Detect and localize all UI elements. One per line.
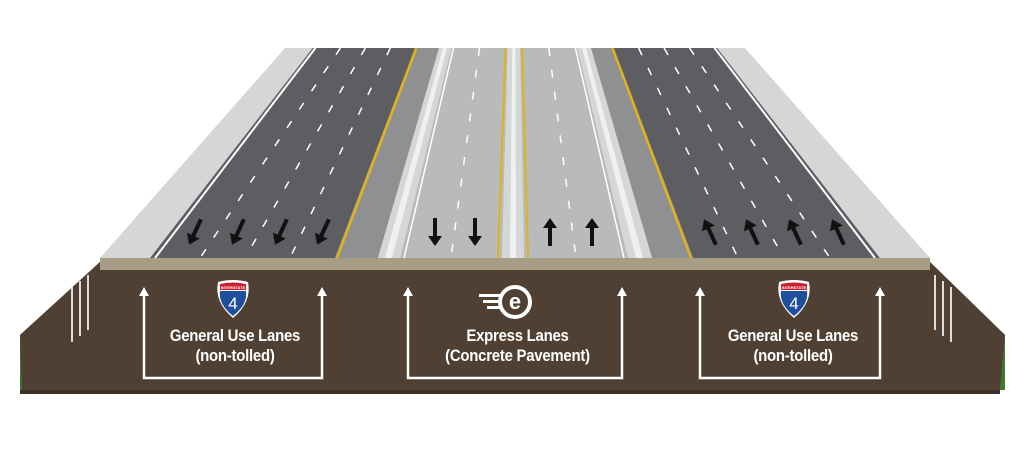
bracket-line bbox=[142, 290, 324, 380]
arrow-shape bbox=[229, 218, 246, 245]
left-general-lanes bbox=[150, 48, 416, 258]
yellow-edge-line bbox=[611, 47, 693, 259]
bracket-express bbox=[403, 287, 627, 380]
bracket-left-general bbox=[139, 287, 327, 380]
logo-wing-stripe bbox=[479, 294, 500, 297]
lane-dash-line bbox=[663, 47, 785, 259]
right-outer-barrier bbox=[717, 48, 930, 258]
shield-body bbox=[780, 291, 808, 316]
lane-dash-line bbox=[637, 47, 739, 259]
fence bbox=[934, 275, 952, 342]
express-lanes-left bbox=[400, 48, 508, 258]
shield-top-text: INTERSTATE bbox=[221, 285, 246, 290]
lane-arrow-down-icon bbox=[229, 218, 246, 245]
edge-line bbox=[713, 47, 876, 259]
bracket-right-general bbox=[695, 287, 885, 380]
dirt-embankment bbox=[20, 262, 1005, 390]
section-title: General Use Lanes bbox=[169, 326, 301, 345]
arrow-shape bbox=[543, 218, 557, 246]
lane-arrow-up-icon bbox=[786, 219, 803, 246]
dirt-bottom-edge bbox=[20, 390, 1000, 394]
edge-line bbox=[154, 47, 317, 259]
bracket-arrowhead-icon bbox=[139, 287, 149, 296]
lane-dash-line bbox=[289, 47, 391, 259]
bracket-arrowhead-icon bbox=[403, 287, 413, 296]
bracket-line bbox=[406, 290, 624, 380]
arrow-shape bbox=[701, 219, 718, 246]
yellow-edge-line bbox=[335, 47, 418, 259]
lane-arrow-up-icon bbox=[829, 219, 846, 246]
shield-number: 4 bbox=[228, 294, 237, 313]
section-title: Express Lanes bbox=[466, 326, 569, 345]
barrier-highlight bbox=[510, 48, 516, 258]
arrow-shape bbox=[314, 218, 331, 245]
left-inner-shoulder bbox=[335, 48, 440, 258]
label-express: Express Lanes (Concrete Pavement) bbox=[427, 326, 607, 366]
arrow-shape bbox=[743, 219, 760, 246]
arrow-shape bbox=[428, 218, 442, 246]
bracket-arrowhead-icon bbox=[617, 287, 627, 296]
lane-arrow-up-icon bbox=[543, 218, 557, 246]
lane-dash-line bbox=[450, 47, 481, 259]
label-right-general: General Use Lanes (non-tolled) bbox=[709, 326, 876, 366]
shield-top-text: INTERSTATE bbox=[782, 285, 807, 290]
lane-arrow-down-icon bbox=[314, 218, 331, 245]
lane-arrow-up-icon bbox=[743, 219, 760, 246]
logo-wing-stripe bbox=[487, 306, 500, 309]
arrow-shape bbox=[585, 218, 599, 246]
label-left-general: General Use Lanes (non-tolled) bbox=[151, 326, 318, 366]
arrow-shape bbox=[272, 218, 289, 245]
arrow-shape bbox=[786, 219, 803, 246]
section-subtitle: (non-tolled) bbox=[195, 346, 275, 365]
interstate-shield-icon: INTERSTATE 4 bbox=[778, 280, 810, 318]
section-title: General Use Lanes bbox=[727, 326, 859, 345]
lane-dash-line bbox=[548, 47, 577, 259]
yellow-edge-line bbox=[497, 47, 507, 259]
lane-arrow-down-icon bbox=[272, 218, 289, 245]
express-lanes-right bbox=[519, 48, 628, 258]
bracket-arrowhead-icon bbox=[317, 287, 327, 296]
lane-dash-line bbox=[244, 47, 367, 259]
shield-number: 4 bbox=[789, 294, 798, 313]
road-base-layer bbox=[100, 258, 930, 270]
arrow-shape bbox=[829, 219, 846, 246]
bracket-arrowhead-icon bbox=[695, 287, 705, 296]
shield-body bbox=[219, 291, 247, 316]
yellow-edge-line bbox=[521, 47, 529, 259]
barrier-highlight bbox=[385, 48, 447, 258]
bracket-line bbox=[698, 290, 882, 380]
arrow-shape bbox=[468, 218, 482, 246]
section-subtitle: (non-tolled) bbox=[753, 346, 833, 365]
left-outer-barrier bbox=[100, 48, 313, 258]
edge-line bbox=[403, 47, 455, 259]
shield-top-band bbox=[220, 282, 246, 290]
right-inner-shoulder bbox=[590, 48, 693, 258]
arrow-shape bbox=[186, 218, 203, 245]
lane-arrow-up-icon bbox=[701, 219, 718, 246]
shield-top-band bbox=[781, 282, 807, 290]
lane-arrow-down-icon bbox=[428, 218, 442, 246]
lane-arrow-down-icon bbox=[186, 218, 203, 245]
right-general-lanes bbox=[613, 48, 880, 258]
lane-arrow-down-icon bbox=[468, 218, 482, 246]
bracket-arrowhead-icon bbox=[875, 287, 885, 296]
logo-letter: e bbox=[509, 289, 521, 314]
express-e-logo-icon: e bbox=[479, 285, 532, 319]
interstate-shield-icon: INTERSTATE 4 bbox=[217, 280, 249, 318]
lane-arrow-up-icon bbox=[585, 218, 599, 246]
barrier-highlight bbox=[582, 48, 643, 258]
fence bbox=[71, 275, 89, 342]
edge-line bbox=[574, 47, 625, 259]
logo-wing-stripe bbox=[483, 300, 500, 303]
section-subtitle: (Concrete Pavement) bbox=[445, 346, 590, 365]
